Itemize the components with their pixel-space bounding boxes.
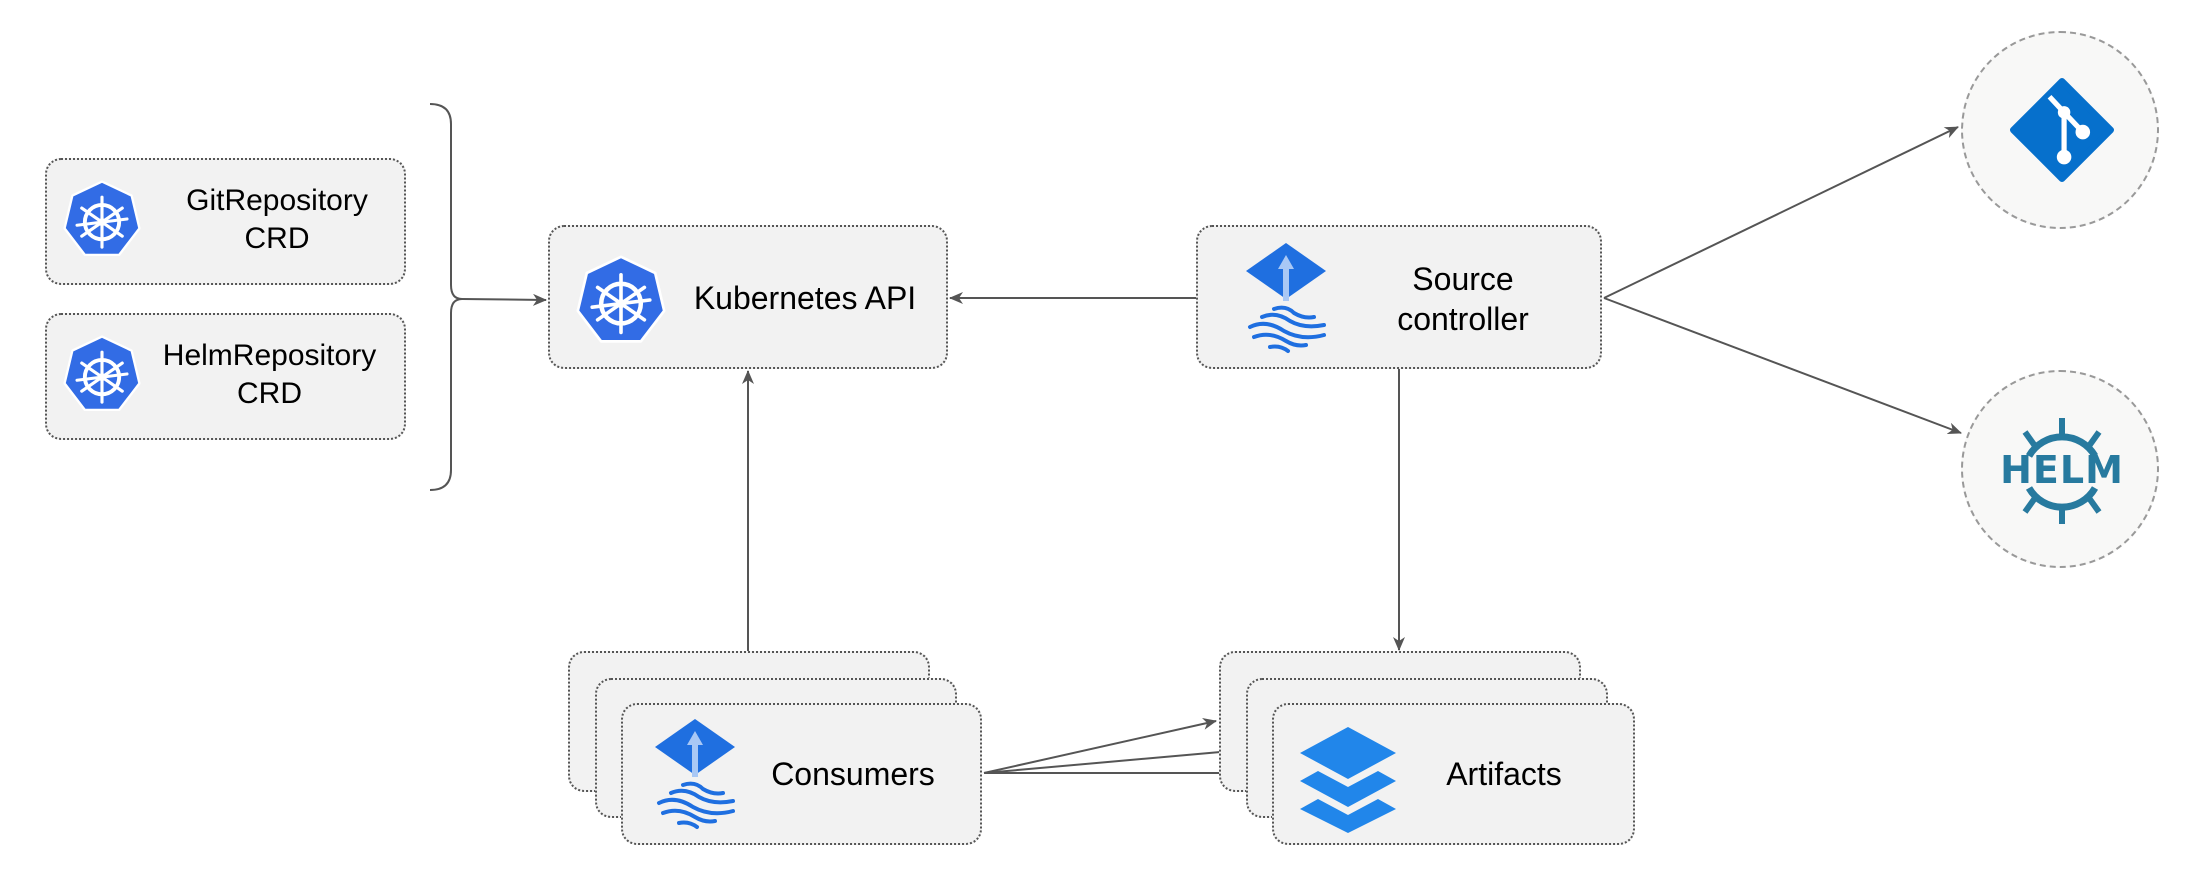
helm-logo-text: HELM xyxy=(2000,448,2124,492)
source-controller-node[interactable]: Source controller xyxy=(1196,225,1602,369)
crd-brace xyxy=(429,103,463,491)
arrow-crds-to-api xyxy=(461,293,547,306)
consumers-label: Consumers xyxy=(771,756,935,792)
source-controller-label-line1: Source xyxy=(1412,261,1514,297)
git-repository-label-line1: GitRepository xyxy=(186,184,368,217)
git-repository-source[interactable] xyxy=(1961,31,2159,229)
arrow-consumers-to-artifacts-1 xyxy=(983,717,1217,774)
kubernetes-api-label: Kubernetes API xyxy=(693,280,917,316)
helm-repository-crd-node[interactable]: HelmRepository CRD xyxy=(45,313,406,440)
helm-logo-icon xyxy=(2022,418,2102,524)
flux-icon xyxy=(1244,241,1328,353)
layers-icon xyxy=(1300,727,1396,833)
kubernetes-icon xyxy=(63,179,141,257)
git-logo-icon xyxy=(2010,78,2114,182)
artifacts-label: Artifacts xyxy=(1446,756,1562,792)
artifacts-node[interactable]: Artifacts xyxy=(1272,703,1635,845)
helm-repository-label-line1: HelmRepository xyxy=(162,339,377,372)
helm-repository-label-line2: CRD xyxy=(237,377,302,410)
arrow-source-to-helm xyxy=(1603,297,1962,435)
kubernetes-api-node[interactable]: Kubernetes API xyxy=(548,225,948,369)
flux-icon xyxy=(653,717,737,829)
source-controller-label-line2: controller xyxy=(1397,301,1529,337)
kubernetes-icon xyxy=(63,334,141,412)
arrow-consumers-to-artifacts-2 xyxy=(983,745,1244,774)
arrow-source-to-git xyxy=(1603,126,1959,299)
git-repository-crd-node[interactable]: GitRepository CRD xyxy=(45,158,406,285)
helm-repository-source[interactable]: HELM xyxy=(1961,370,2159,568)
consumers-node[interactable]: Consumers xyxy=(621,703,982,845)
git-repository-label-line2: CRD xyxy=(244,222,310,255)
kubernetes-icon xyxy=(576,253,666,347)
